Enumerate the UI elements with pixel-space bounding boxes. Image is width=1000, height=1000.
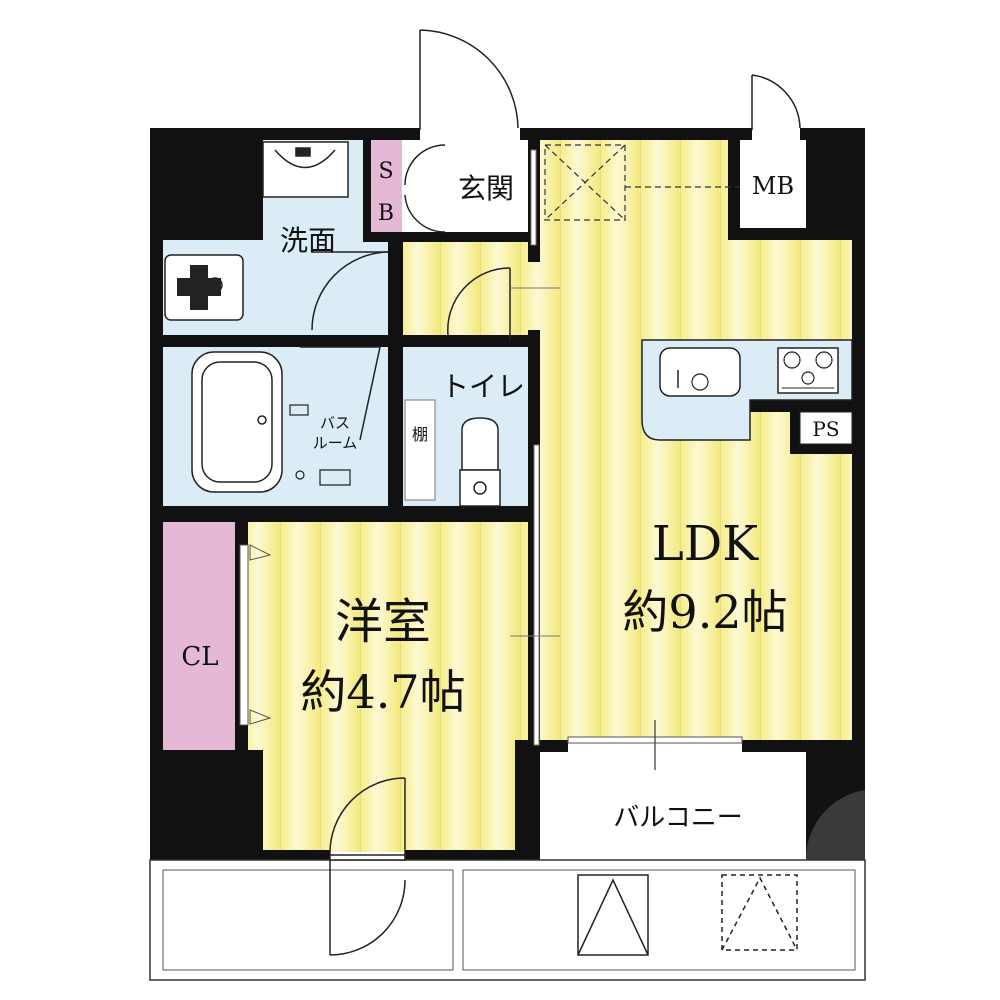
balcony-corner-shade	[805, 790, 865, 860]
western-room-name: 洋室	[335, 594, 431, 650]
doors	[300, 29, 801, 956]
kitchen-sink-icon	[659, 347, 741, 397]
door-swing-icon	[447, 267, 511, 340]
closet-floor	[163, 522, 235, 750]
entrance-floor	[402, 140, 528, 232]
door-swing-icon	[329, 777, 406, 956]
evacuation-hatch	[577, 874, 649, 956]
bath-label-line2: ルーム	[313, 434, 358, 452]
shoe-box-label-s: S	[378, 159, 393, 184]
kitchen-counter	[641, 339, 853, 445]
pipe-space	[799, 411, 853, 445]
toilet-label: トイレ	[441, 370, 525, 403]
closet-label: CL	[181, 642, 218, 672]
pipe-space-label: PS	[812, 417, 839, 441]
washing-machine-pan-icon	[164, 254, 244, 321]
door-swing-icon	[419, 29, 519, 130]
door-swing-icon	[751, 74, 801, 130]
hallway-floor	[400, 242, 540, 342]
sliding-partition	[510, 149, 560, 746]
ldk-size: 約9.2帖	[622, 585, 787, 639]
bath-controls	[289, 404, 351, 486]
shelf-label: 棚	[412, 425, 428, 444]
toilet-icon	[459, 417, 501, 507]
washroom-label: 洗面	[280, 224, 336, 257]
shoe-box	[371, 140, 402, 232]
closet-doors	[239, 544, 272, 726]
meter-box	[740, 140, 806, 228]
meter-box-label: MB	[752, 172, 794, 200]
ldk-name: LDK	[652, 516, 759, 572]
western-room-size: 約4.7帖	[300, 665, 465, 719]
shoe-box-label-b: B	[378, 201, 394, 226]
balcony-label: バルコニー	[613, 803, 742, 833]
balcony	[149, 720, 866, 981]
entrance-label: 玄関	[458, 172, 514, 205]
door-swing-icon	[311, 251, 389, 331]
evacuation-ladder-dashed	[721, 874, 798, 951]
toilet-shelf	[404, 399, 436, 501]
walls	[150, 128, 865, 860]
washbasin-icon	[262, 141, 349, 198]
bath-label-line1: バス	[320, 414, 350, 432]
western-room-floor	[248, 522, 528, 852]
gas-stove-icon	[777, 347, 839, 394]
air-conditioner-unit-icon	[544, 144, 740, 221]
bathtub-icon	[191, 351, 283, 493]
